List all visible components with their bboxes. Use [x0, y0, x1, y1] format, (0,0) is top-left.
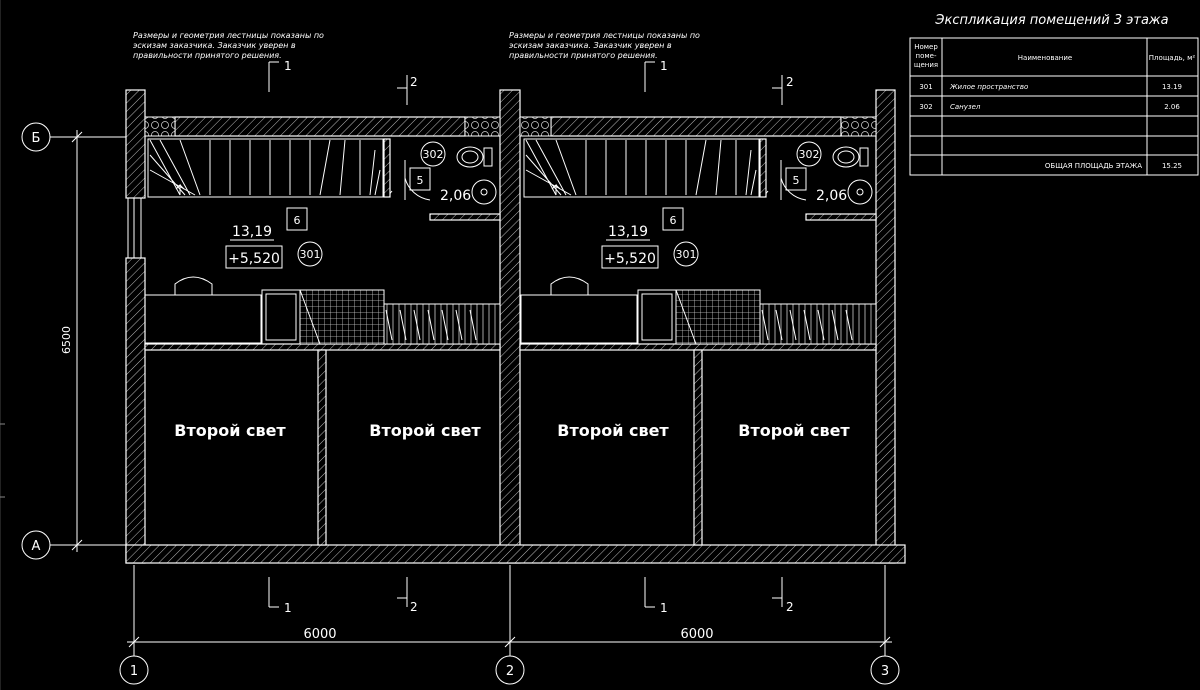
- sink-icon: [847, 179, 873, 205]
- room-number-circle: [297, 241, 323, 267]
- section-label: 2: [410, 75, 418, 89]
- section-label: 2: [786, 600, 794, 614]
- furniture: [520, 276, 877, 345]
- section-label: 1: [284, 59, 292, 73]
- room-area: 2,06: [816, 188, 847, 204]
- floor-level: +5,520: [228, 251, 280, 267]
- toilet-icon: [832, 146, 860, 168]
- bathroom: [759, 138, 877, 221]
- section-label: 1: [284, 601, 292, 615]
- level-box: [225, 245, 283, 269]
- void-label: Второй свет: [557, 421, 669, 440]
- schedule-title: Экспликация помещений 3 этажа: [934, 13, 1168, 28]
- room-number: 301: [300, 248, 321, 261]
- room-number-circle: [420, 141, 446, 167]
- row-name: Жилое пространство: [949, 83, 1028, 91]
- tag-number: 6: [294, 214, 301, 227]
- frame-edge: [0, 0, 5, 690]
- note-left: Размеры и геометрия лестницы показаны по…: [133, 31, 324, 60]
- dimension-horizontal: 6000 6000: [127, 627, 892, 648]
- room-number: 302: [423, 148, 444, 161]
- axis-row-a: А: [21, 530, 130, 560]
- tag-box: [286, 207, 308, 231]
- bed-icon: [299, 289, 385, 345]
- svg-text:поме-: поме-: [916, 52, 937, 60]
- bathroom: [383, 138, 501, 221]
- level-box: [601, 245, 659, 269]
- dimension-6000-left: 6000: [303, 627, 336, 642]
- tag-number: 6: [670, 214, 677, 227]
- room-area: 13,19: [608, 224, 648, 240]
- dimension-6500: 6500: [60, 326, 73, 354]
- note-right-line-2: эскизам заказчика. Заказчик уверен в: [509, 41, 672, 50]
- tag-box: [409, 167, 431, 191]
- room-number-circle: [673, 241, 699, 267]
- axis-col-3: 3: [870, 565, 900, 685]
- section-label: 2: [786, 75, 794, 89]
- void-label: Второй свет: [738, 421, 850, 440]
- room-area: 2,06: [440, 188, 471, 204]
- total-value: 15.25: [1162, 162, 1182, 170]
- row-no: 302: [919, 103, 932, 111]
- bed-icon: [675, 289, 761, 345]
- svg-text:1: 1: [130, 664, 138, 679]
- staircase: [147, 138, 393, 198]
- tag-number: 5: [417, 174, 424, 187]
- desk: [144, 294, 262, 344]
- note-left-line-3: правильности принятого решения.: [133, 51, 282, 60]
- section-label: 1: [660, 601, 668, 615]
- tag-number: 5: [793, 174, 800, 187]
- svg-text:3: 3: [881, 664, 889, 679]
- dimension-6000-right: 6000: [680, 627, 713, 642]
- header-area: Площадь, м²: [1149, 54, 1196, 62]
- row-area: 13.19: [1162, 83, 1182, 91]
- tag-box: [662, 207, 684, 231]
- floor-level: +5,520: [604, 251, 656, 267]
- room-schedule: Экспликация помещений 3 этажа Номер поме…: [909, 13, 1199, 176]
- room-number: 301: [676, 248, 697, 261]
- unit-2: 302 5 2,06 13,19 +5,520 6 301: [520, 138, 877, 345]
- row-no: 301: [919, 83, 932, 91]
- toilet-icon: [456, 146, 484, 168]
- section-marks-bottom: 1 2 1 2: [268, 577, 794, 615]
- section-marks-top: 1 2 1 2: [268, 59, 794, 105]
- axis-row-b: Б: [21, 122, 130, 152]
- unit-1: 302 5 2,06 13,19 +5,520 6 301: [144, 138, 501, 345]
- chair-icon: [174, 276, 213, 295]
- dimension-vertical: 6500: [60, 130, 83, 552]
- svg-text:А: А: [32, 539, 41, 554]
- chair-icon: [550, 276, 589, 295]
- cabinet: [261, 289, 301, 345]
- note-right-line-3: правильности принятого решения.: [509, 51, 658, 60]
- staircase: [523, 138, 769, 198]
- note-left-line-2: эскизам заказчика. Заказчик уверен в: [133, 41, 296, 50]
- total-label: ОБЩАЯ ПЛОЩАДЬ ЭТАЖА: [1045, 162, 1142, 170]
- void-label: Второй свет: [369, 421, 481, 440]
- svg-text:щения: щения: [914, 61, 938, 69]
- tag-box: [785, 167, 807, 191]
- svg-text:2: 2: [506, 664, 514, 679]
- desk: [520, 294, 638, 344]
- room-area: 13,19: [232, 224, 272, 240]
- axis-col-1: 1: [119, 565, 149, 685]
- cabinet: [637, 289, 677, 345]
- header-name: Наименование: [1018, 54, 1072, 62]
- void-label: Второй свет: [174, 421, 286, 440]
- room-number-circle: [796, 141, 822, 167]
- section-label: 1: [660, 59, 668, 73]
- note-right-line-1: Размеры и геометрия лестницы показаны по: [509, 31, 700, 40]
- row-area: 2.06: [1164, 103, 1180, 111]
- row-name: Санузел: [950, 103, 981, 111]
- section-label: 2: [410, 600, 418, 614]
- axis-col-2: 2: [495, 565, 525, 685]
- sink-icon: [471, 179, 497, 205]
- header-no: Номер: [914, 43, 938, 51]
- room-number: 302: [799, 148, 820, 161]
- note-right: Размеры и геометрия лестницы показаны по…: [509, 31, 700, 60]
- note-left-line-1: Размеры и геометрия лестницы показаны по: [133, 31, 324, 40]
- furniture: [144, 276, 501, 345]
- svg-text:Б: Б: [32, 131, 41, 146]
